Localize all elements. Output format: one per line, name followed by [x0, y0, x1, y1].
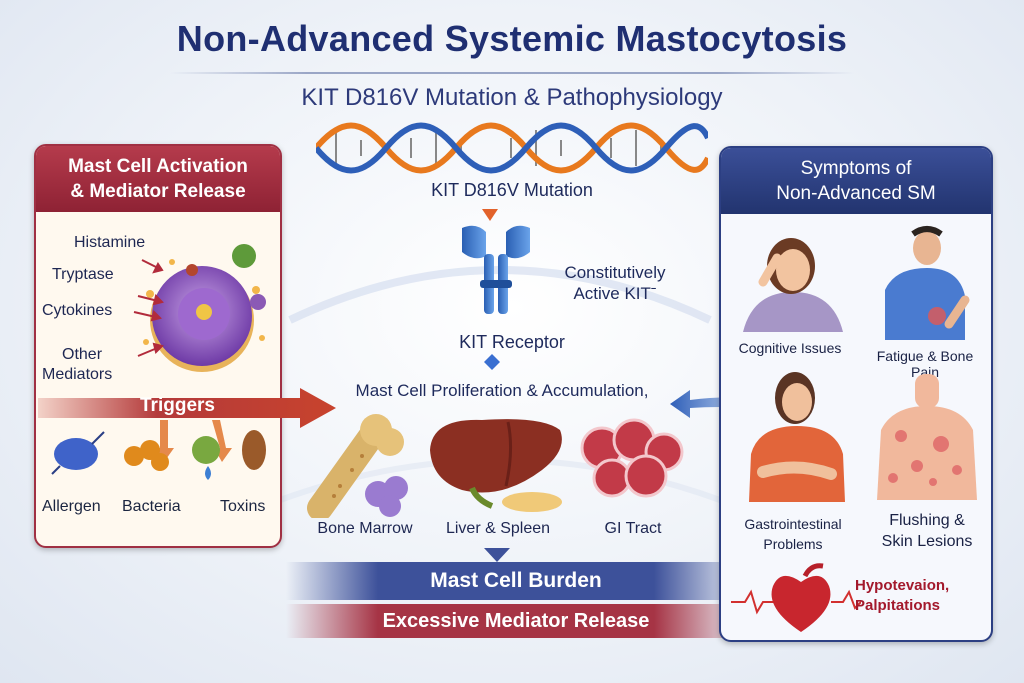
symptom-gi-line1: Gastrointestinal: [744, 516, 842, 532]
mediator-tryptase: Tryptase: [52, 266, 114, 283]
mediator-cytokines: Cytokines: [42, 302, 113, 319]
allergen-icon: [51, 431, 105, 475]
active-kit-line2: Active KITˉ: [573, 284, 657, 303]
trigger-bacteria: Bacteria: [122, 498, 181, 515]
proliferation-label: Mast Cell Proliferation & Accumulation,: [355, 381, 649, 400]
mediator-histamine: Histamine: [74, 234, 146, 251]
left-panel-header: Mast Cell Activation & Mediator Release: [36, 146, 280, 212]
triggers-label: Triggers: [140, 395, 215, 416]
cognitive-issues-icon: [743, 238, 843, 332]
dna-helix-icon: [316, 122, 708, 174]
symptom-flushing-line1: Flushing &: [889, 512, 965, 529]
left-panel-title-line1: Mast Cell Activation: [68, 156, 248, 177]
liver-spleen-icon: [430, 419, 562, 512]
toxin-icon: [192, 436, 220, 480]
trigger-toxins: Toxins: [220, 498, 266, 515]
right-panel-title-line2: Non-Advanced SM: [776, 183, 936, 204]
trigger-allergen: Allergen: [42, 498, 101, 515]
mutation-label: KIT D816V Mutation: [431, 180, 593, 200]
gi-tract-icon: [580, 418, 684, 498]
symptom-cardio-line1: Hypotevaion,: [855, 577, 950, 594]
mediator-other: Other: [62, 346, 103, 363]
bone-marrow-icon: [307, 414, 408, 518]
arrow-down-icon: [484, 548, 510, 562]
mast-cell-activation-panel: Mast Cell Activation & Mediator Release …: [34, 144, 282, 548]
organ-label-liver-spleen: Liver & Spleen: [445, 520, 551, 537]
kit-receptor-label: KIT Receptor: [459, 332, 565, 352]
kit-receptor-icon: [462, 225, 530, 314]
mast-cell-icon: [143, 244, 266, 372]
organ-label-gi-tract: GI Tract: [604, 520, 662, 537]
title-divider: [170, 72, 854, 74]
mast-cell-burden-band: Mast Cell Burden: [286, 562, 746, 600]
mediator-mediators: Mediators: [42, 366, 113, 383]
bacteria-icon: [124, 440, 169, 471]
symptom-fatigue: Fatigue & Bone Pain: [876, 348, 974, 380]
gastrointestinal-icon: [749, 372, 845, 502]
arrow-down-icon: [482, 209, 498, 221]
triggers-arrow: [38, 388, 336, 428]
mediator-arrows: [133, 259, 164, 357]
arrow-left-icon: [670, 390, 756, 418]
diamond-icon: [484, 354, 500, 370]
right-panel-header: Symptoms of Non-Advanced SM: [721, 148, 991, 214]
symptom-gi-line2: Problems: [763, 536, 823, 552]
symptom-cardio: Hypotevaion, Palpitations: [855, 576, 985, 616]
heart-ecg-icon: [731, 563, 861, 632]
page-title: Non-Advanced Systemic Mastocytosis: [176, 18, 848, 59]
symptom-flushing-line2: Skin Lesions: [881, 533, 973, 550]
toxin-particle-icon: [242, 430, 266, 470]
fatigue-bone-pain-icon: [885, 226, 970, 340]
right-panel-title-line1: Symptoms of: [800, 158, 912, 179]
symptom-cognitive: Cognitive Issues: [738, 340, 842, 356]
symptoms-panel: Symptoms of Non-Advanced SM Cognitive Is…: [719, 146, 993, 642]
left-panel-title-line2: & Mediator Release: [70, 181, 246, 202]
organ-label-bone-marrow: Bone Marrow: [317, 520, 413, 537]
symptom-gi: Gastrointestinal Problems: [725, 514, 861, 554]
active-kit-line1: Constitutively: [564, 263, 666, 282]
symptom-cardio-line2: Palpitations: [855, 597, 941, 614]
mediator-release-band: Excessive Mediator Release: [286, 604, 746, 638]
flushing-skin-icon: [877, 374, 977, 500]
page-subtitle: KIT D816V Mutation & Pathophysiology: [301, 84, 723, 111]
symptom-flushing: Flushing & Skin Lesions: [867, 510, 987, 552]
active-kit-label: Constitutively Active KITˉ: [540, 262, 690, 304]
